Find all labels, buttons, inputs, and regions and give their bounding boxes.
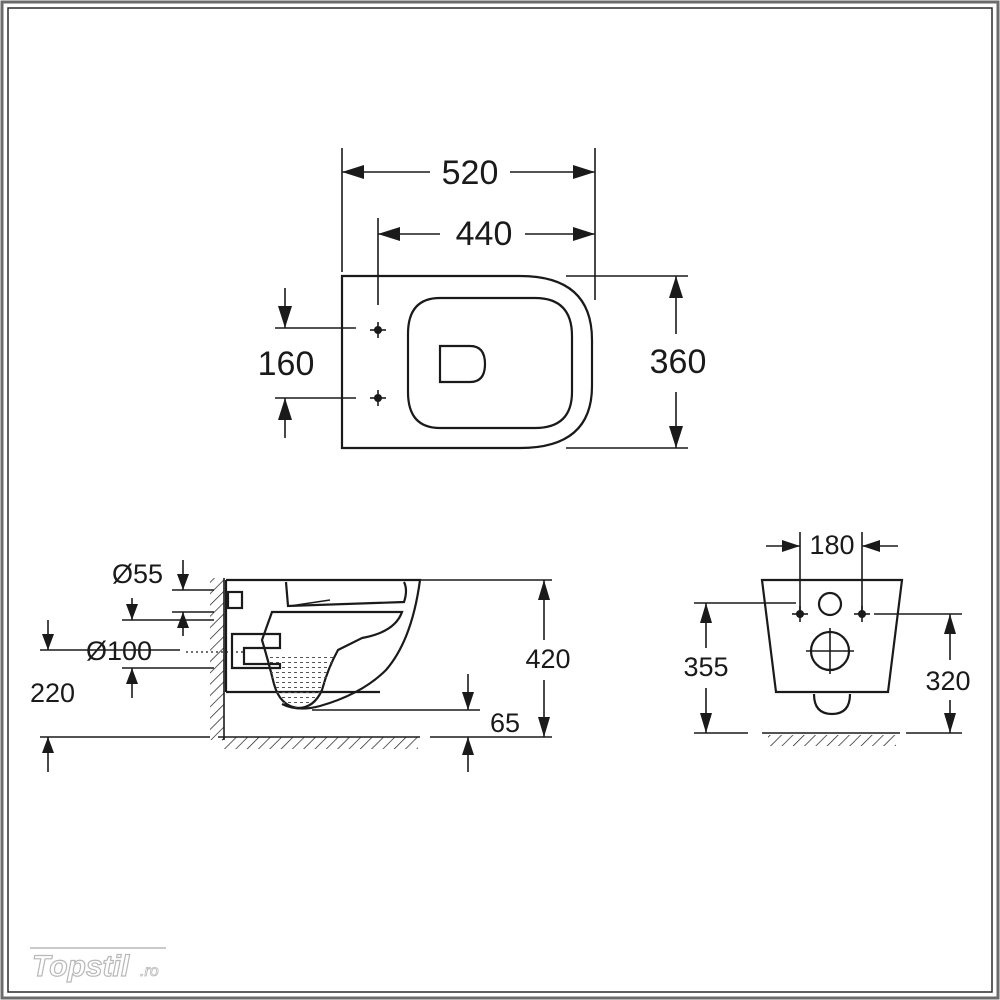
fixing-spacing-label: 160 <box>258 345 315 383</box>
dimension-rim-offset: 65 <box>312 674 520 772</box>
fixing-height-label: 355 <box>683 652 728 682</box>
dimension-rear-fixing-spacing: 180 <box>766 530 898 612</box>
outlet-height-label: 220 <box>30 678 75 708</box>
height-label: 420 <box>525 644 570 674</box>
inlet-connector <box>226 590 244 610</box>
rear-view-outline <box>760 578 904 694</box>
dimension-depth: 360 <box>566 275 707 449</box>
top-view-fixing-hole <box>370 390 386 406</box>
dimension-inlet-diameter: Ø55 <box>112 559 214 636</box>
dimension-outlet-diameter: Ø100 <box>86 598 214 698</box>
rear-view-fixing-hole <box>854 606 870 622</box>
overall-width-label: 520 <box>442 154 499 192</box>
side-view: Ø55 Ø100 220 <box>30 559 571 772</box>
dimension-fixing-spacing: 160 <box>258 288 356 438</box>
inner-width-label: 440 <box>456 215 513 253</box>
dimension-rear-outlet-height: 320 <box>874 613 971 734</box>
top-view: 520 440 360 160 <box>258 148 707 450</box>
rear-outlet-height-label: 320 <box>925 666 970 696</box>
rear-floor-hatch <box>768 735 896 746</box>
dimension-height: 420 <box>420 579 571 738</box>
top-view-drain <box>438 344 487 384</box>
top-view-outline <box>340 274 594 450</box>
rim-offset-label: 65 <box>490 708 520 738</box>
top-view-fixing-hole <box>370 322 386 338</box>
dimension-fixing-height: 355 <box>683 602 796 734</box>
rear-view: 180 355 320 <box>683 530 971 746</box>
rear-fixing-spacing-label: 180 <box>809 530 854 560</box>
wall-hatch <box>210 578 224 740</box>
watermark-brand: Topstil <box>32 950 130 983</box>
dimension-overall-width: 520 <box>341 148 596 300</box>
rear-view-inlet-hole <box>817 591 843 617</box>
inlet-diameter-label: Ø55 <box>112 559 163 589</box>
watermark-suffix: .ro <box>140 963 159 980</box>
top-view-seat-opening <box>406 296 574 430</box>
depth-label: 360 <box>650 343 707 381</box>
dimension-inner-width: 440 <box>377 215 595 305</box>
watermark: Topstil .ro <box>30 947 166 984</box>
floor-hatch <box>222 737 418 749</box>
dimension-outlet-height: 220 <box>30 620 210 772</box>
outlet-diameter-label: Ø100 <box>86 636 152 666</box>
